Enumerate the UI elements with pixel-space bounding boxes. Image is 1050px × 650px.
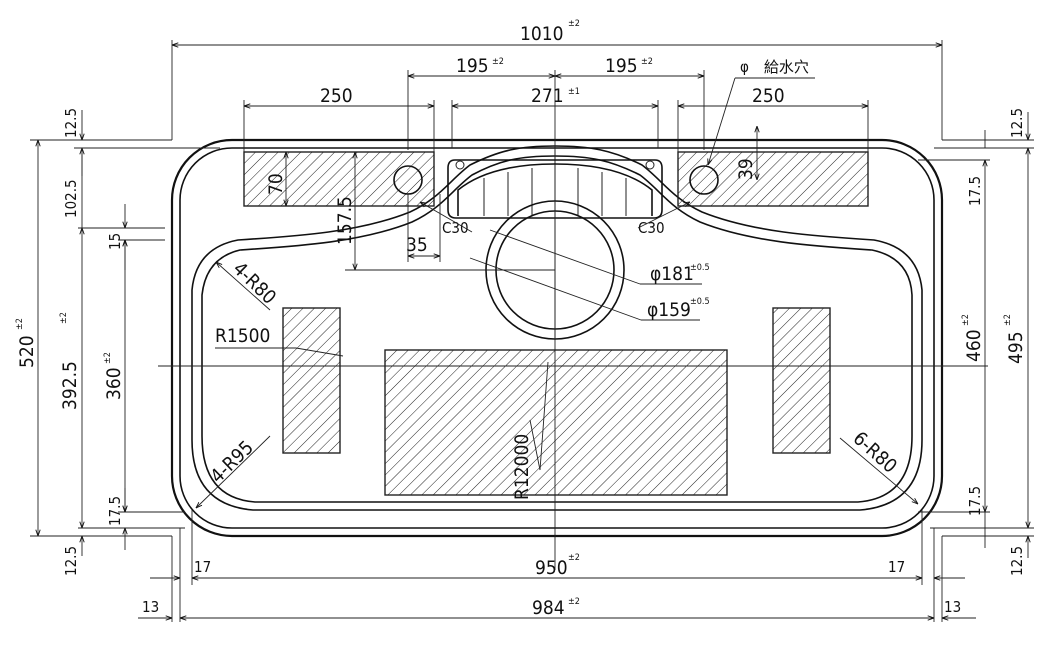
dim-15: 15 bbox=[106, 233, 124, 250]
dim-17-5-bottom-right: 17.5 bbox=[966, 486, 984, 516]
dim-520: 520 bbox=[16, 335, 38, 368]
chamfer-c30-right: C30 bbox=[638, 219, 665, 237]
radius-r1500: R1500 bbox=[215, 325, 270, 347]
dim-12-5-top-right: 12.5 bbox=[1008, 108, 1026, 138]
radius-r12000: R12000 bbox=[511, 434, 533, 500]
dim-phi159: φ159 bbox=[647, 299, 691, 321]
dim-392-5: 392.5 bbox=[59, 361, 81, 410]
tol-520: ±2 bbox=[15, 318, 25, 330]
center-pad-hatch bbox=[384, 349, 728, 496]
water-supply-hole-label: φ 給水穴 bbox=[740, 58, 809, 76]
dim-13-left: 13 bbox=[142, 598, 159, 616]
dim-250-left: 250 bbox=[320, 85, 353, 107]
hatched-areas bbox=[243, 151, 869, 496]
dim-12-5-top-left: 12.5 bbox=[62, 108, 80, 138]
sink-outlines bbox=[170, 138, 944, 538]
dim-39: 39 bbox=[735, 158, 757, 180]
dim-phi181: φ181 bbox=[650, 263, 694, 285]
dim-984: 984 bbox=[532, 597, 565, 619]
right-faucet-hole-icon bbox=[689, 165, 719, 195]
dim-360: 360 bbox=[103, 367, 125, 400]
bottom-dimensions: 950 ±2 17 17 984 ±2 13 13 bbox=[138, 510, 976, 622]
bowl-edge bbox=[191, 145, 923, 511]
dim-102-5: 102.5 bbox=[62, 179, 80, 218]
radius-4-r80: 4-R80 bbox=[229, 258, 281, 309]
left-ledge-hatch bbox=[243, 151, 435, 207]
tol-950: ±2 bbox=[568, 553, 580, 563]
outer-rim bbox=[170, 138, 944, 538]
radius-4-r95: 4-R95 bbox=[206, 437, 258, 488]
dim-17-5-top-right: 17.5 bbox=[966, 176, 984, 206]
dim-195-left: 195 bbox=[456, 55, 489, 77]
tol-360: ±2 bbox=[103, 352, 113, 364]
dim-460: 460 bbox=[963, 329, 985, 362]
drain-rack bbox=[447, 159, 663, 219]
left-dimensions: 520 ±2 392.5 ±2 360 ±2 12.5 102.5 15 17.… bbox=[15, 108, 220, 576]
dim-35: 35 bbox=[406, 234, 428, 256]
left-pad-hatch bbox=[282, 307, 341, 454]
dim-17-right: 17 bbox=[888, 558, 905, 576]
tol-984: ±2 bbox=[568, 597, 580, 607]
tol-271: ±1 bbox=[568, 87, 580, 97]
dim-12-5-bottom-left: 12.5 bbox=[62, 546, 80, 576]
dim-950: 950 bbox=[535, 557, 568, 579]
dim-157-5: 157.5 bbox=[334, 196, 356, 245]
tol-392-5: ±2 bbox=[59, 312, 69, 324]
dim-250-right: 250 bbox=[752, 85, 785, 107]
tol-195-right: ±2 bbox=[641, 57, 653, 67]
inner-rim bbox=[179, 147, 935, 529]
dim-1010: 1010 bbox=[520, 23, 564, 45]
dim-17-5-left: 17.5 bbox=[106, 496, 124, 526]
right-dimensions: 460 ±2 495 ±2 12.5 17.5 17.5 12.5 bbox=[918, 108, 1034, 576]
dim-195-right: 195 bbox=[605, 55, 638, 77]
right-ledge-hatch bbox=[677, 151, 869, 207]
tol-195-left: ±2 bbox=[492, 57, 504, 67]
right-pad-hatch bbox=[772, 307, 831, 454]
dim-17-left: 17 bbox=[194, 558, 211, 576]
dim-12-5-bottom-right: 12.5 bbox=[1008, 546, 1026, 576]
tol-1010: ±2 bbox=[568, 19, 580, 29]
dim-70: 70 bbox=[265, 173, 287, 195]
tol-460: ±2 bbox=[961, 314, 971, 326]
dim-271: 271 bbox=[531, 85, 564, 107]
tol-495: ±2 bbox=[1003, 314, 1013, 326]
dim-495: 495 bbox=[1005, 331, 1027, 364]
tol-phi181: ±0.5 bbox=[690, 263, 710, 273]
top-dimensions: 1010 ±2 195 ±2 195 ±2 250 250 271 ±1 φ 給… bbox=[171, 19, 943, 165]
dim-13-right: 13 bbox=[944, 598, 961, 616]
chamfer-c30-left: C30 bbox=[442, 219, 469, 237]
tol-phi159: ±0.5 bbox=[690, 297, 710, 307]
bowl-floor bbox=[201, 155, 913, 503]
